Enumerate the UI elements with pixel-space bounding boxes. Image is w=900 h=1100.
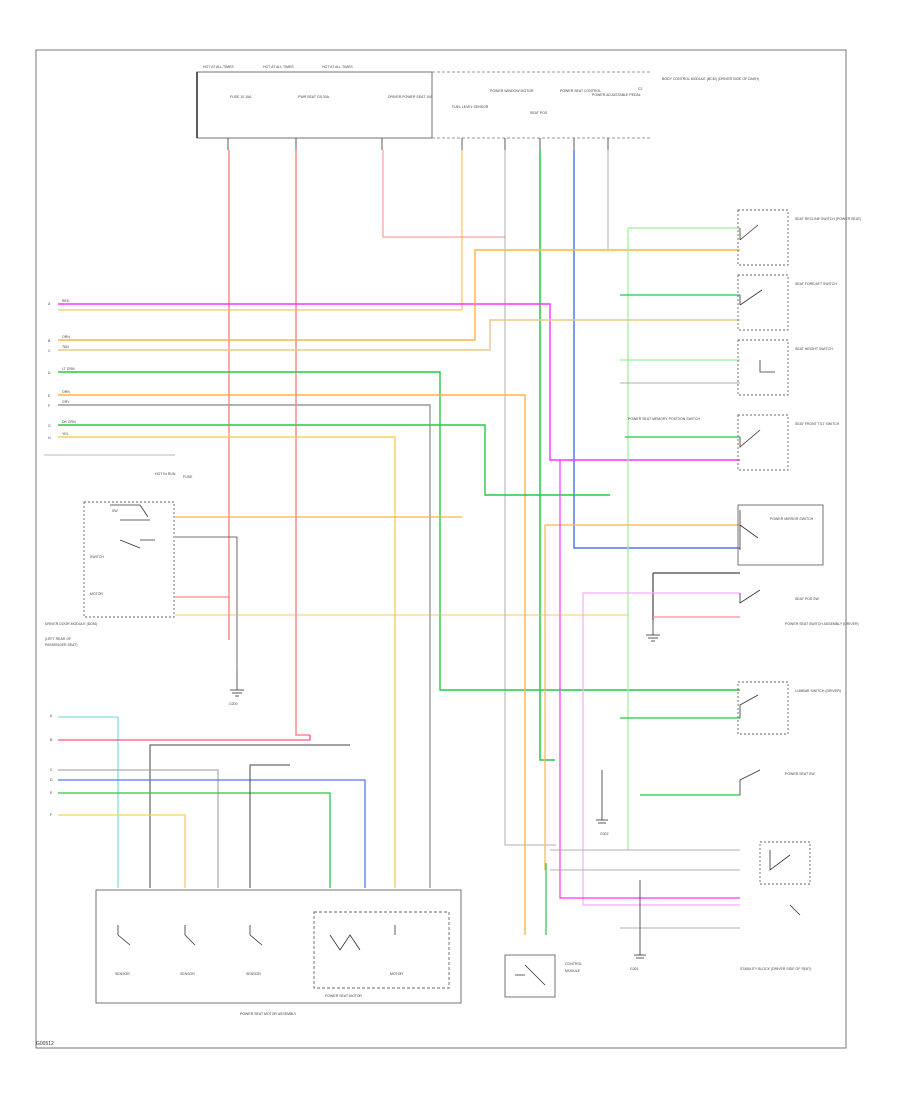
header-module: HOT AT ALL TIMES HOT AT ALL TIMES HOT AT… xyxy=(196,65,759,150)
left-connector-labels: A B C D E F G H xyxy=(44,302,175,456)
seat-height-switch: SEAT HEIGHT SWITCH xyxy=(737,339,833,396)
output-label-3: SEAT POS xyxy=(530,111,548,115)
svg-text:LUMBAR SWITCH (DRIVER): LUMBAR SWITCH (DRIVER) xyxy=(795,689,841,693)
footer-code: G00512 xyxy=(36,1041,54,1047)
right-switch-stack: SEAT RECLINE SWITCH (POWER SEAT) SEAT FO… xyxy=(628,209,861,971)
svg-text:B: B xyxy=(50,738,53,742)
svg-text:STABILITY BLOCK (DRIVER SIDE O: STABILITY BLOCK (DRIVER SIDE OF SEAT) xyxy=(740,967,811,971)
ground-label-1: G200 xyxy=(229,702,238,706)
svg-text:CONTROL: CONTROL xyxy=(565,962,582,966)
svg-text:MODULE: MODULE xyxy=(565,969,581,973)
svg-text:POWER MIRROR SWITCH: POWER MIRROR SWITCH xyxy=(770,517,814,521)
driver-door-module: SW SWITCH MOTOR DRIVER DOOR MODULE (DDM)… xyxy=(45,472,193,647)
motor-assembly-label: POWER SEAT MOTOR ASSEMBLY xyxy=(240,1012,297,1016)
wire-label: ORN xyxy=(62,335,70,339)
svg-text:SEAT RECLINE SWITCH (POWER SEA: SEAT RECLINE SWITCH (POWER SEAT) xyxy=(795,217,861,221)
svg-text:D: D xyxy=(48,371,51,375)
svg-text:(LEFT REAR OF: (LEFT REAR OF xyxy=(45,637,71,641)
svg-text:SEAT POS SW: SEAT POS SW xyxy=(795,597,819,601)
svg-text:C: C xyxy=(48,349,51,353)
svg-text:HOT IN RUN: HOT IN RUN xyxy=(155,472,176,476)
svg-text:A: A xyxy=(50,714,53,718)
bcm-note: BODY CONTROL MODULE (BCM) (DRIVER SIDE O… xyxy=(662,77,759,81)
hot-label-2: HOT AT ALL TIMES xyxy=(263,65,294,69)
svg-text:SEAT FRONT TILT SWITCH: SEAT FRONT TILT SWITCH xyxy=(795,422,840,426)
wire-right-bundle xyxy=(544,227,740,935)
seat-foreaft-switch: SEAT FORE/AFT SWITCH xyxy=(737,274,837,331)
wire-color-labels: RED ORN TAN LT GRN ORN GRY DK GRN YEL xyxy=(62,299,76,436)
svg-text:E: E xyxy=(50,791,53,795)
diagram-border xyxy=(35,49,847,1049)
wire-vertical-bundle xyxy=(58,150,740,846)
hot-label-1: HOT AT ALL TIMES xyxy=(203,65,234,69)
svg-text:SW: SW xyxy=(112,509,118,513)
wire-label: YEL xyxy=(62,432,69,436)
passenger-label: POWER SEAT SWITCH ASSEMBLY (DRIVER) xyxy=(785,622,859,626)
driver-door-label: DRIVER DOOR MODULE (DDM) xyxy=(45,622,97,626)
svg-text:H: H xyxy=(48,436,51,440)
lumbar-switch: LUMBAR SWITCH (DRIVER) xyxy=(737,681,841,735)
svg-text:FUSE: FUSE xyxy=(183,475,193,479)
wire-lower-left xyxy=(58,716,366,888)
svg-text:SEAT FORE/AFT SWITCH: SEAT FORE/AFT SWITCH xyxy=(795,282,837,286)
output-label-5: POWER ADJUSTABLE PEDAL xyxy=(592,93,641,97)
output-label-1: FUEL LEVEL SENSOR xyxy=(452,105,489,109)
sensor-label-4: MOTOR xyxy=(390,972,403,976)
output-label-4: POWER SEAT CONTROL xyxy=(560,89,601,93)
motor-connector-label: POWER SEAT MOTOR xyxy=(325,994,362,998)
wire-label: GRY xyxy=(62,400,70,404)
wire-label: ORN xyxy=(62,390,70,394)
svg-text:SWITCH: SWITCH xyxy=(90,555,104,559)
svg-text:F: F xyxy=(50,813,52,817)
svg-text:B: B xyxy=(48,339,51,343)
mirror-switch: POWER MIRROR SWITCH xyxy=(737,504,824,566)
ground-label-3: G302 xyxy=(600,832,609,836)
wire-label: DK GRN xyxy=(62,420,76,424)
sensor-label-1: SENSOR xyxy=(115,972,130,976)
svg-text:F: F xyxy=(48,404,50,408)
ground-label-2: G301 xyxy=(630,967,639,971)
hot-label-3: HOT AT ALL TIMES xyxy=(322,65,353,69)
wire-label: RED xyxy=(62,299,70,303)
ground-right xyxy=(596,620,660,959)
wire-left-middle xyxy=(175,516,628,670)
svg-text:MOTOR: MOTOR xyxy=(90,592,103,596)
power-seat-motor-assembly: SENSOR SENSOR SENSOR MOTOR POWER SEAT MO… xyxy=(95,889,462,1016)
sensor-label-2: SENSOR xyxy=(180,972,195,976)
wire-label: LT GRN xyxy=(62,367,75,371)
ground-left xyxy=(230,670,244,697)
svg-text:E: E xyxy=(48,394,51,398)
wire-left-bus xyxy=(58,249,740,935)
svg-text:G: G xyxy=(48,424,51,428)
svg-text:PASSENGER SEAT): PASSENGER SEAT) xyxy=(45,643,78,647)
fuse-label-1: FUSE 10 15A xyxy=(230,95,252,99)
svg-text:SEAT HEIGHT SWITCH: SEAT HEIGHT SWITCH xyxy=(795,347,833,351)
output-label-2: POWER WINDOW MOTOR xyxy=(490,89,534,93)
svg-text:D: D xyxy=(50,778,53,782)
svg-text:A: A xyxy=(48,302,51,306)
sensor-label-3: SENSOR xyxy=(246,972,261,976)
lower-right-switch: POWER SEAT SW xyxy=(739,769,815,795)
bcm-tag: C2 xyxy=(638,87,643,91)
svg-text:C: C xyxy=(50,768,53,772)
svg-text:POWER SEAT SW: POWER SEAT SW xyxy=(785,772,815,776)
bottom-right-relays: STABILITY BLOCK (DRIVER SIDE OF SEAT) xyxy=(740,841,811,971)
seat-position-switch: SEAT POS SW xyxy=(739,589,819,604)
memory-switch-label: POWER SEAT MEMORY POSITION SWITCH xyxy=(628,417,701,421)
seat-recline-switch: SEAT RECLINE SWITCH (POWER SEAT) xyxy=(737,209,861,266)
bottom-center-module: CONTROL MODULE xyxy=(504,954,582,998)
wire-label: TAN xyxy=(62,345,69,349)
seat-front-tilt-switch: SEAT FRONT TILT SWITCH xyxy=(737,414,840,471)
fuse-label-2: PWR SEAT CB 30A xyxy=(298,95,330,99)
fuse-label-3: DRIVER POWER SEAT 10A xyxy=(388,95,433,99)
